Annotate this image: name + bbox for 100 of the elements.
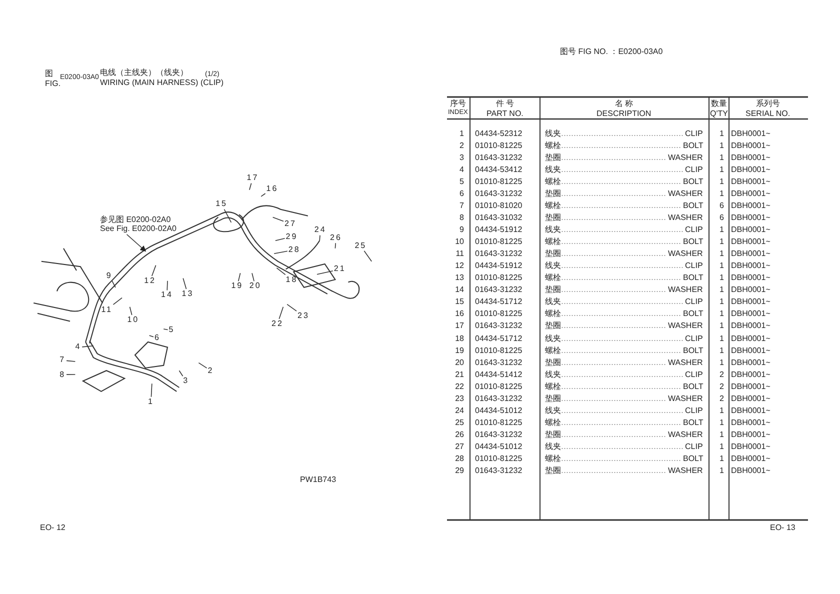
callout-number: 1 (148, 398, 154, 406)
serial-number: DBH0001~ (731, 334, 770, 342)
index-number: 9 (458, 226, 464, 234)
column-header: 名 称 (615, 100, 634, 108)
leader-line (275, 238, 286, 241)
index-number: 11 (454, 250, 464, 258)
serial-number: DBH0001~ (731, 346, 770, 355)
serial-number: DBH0001~ (731, 130, 770, 138)
part-name-chinese: 垫圈 (545, 430, 561, 439)
part-name-chinese: 垫圈 (545, 250, 561, 258)
callout-number: 20 (249, 282, 262, 290)
quantity: 1 (718, 430, 724, 439)
reference-note: 参见图 E0200-02A0 See Fig. E0200-02A0 (100, 215, 176, 234)
index-number: 12 (454, 262, 464, 270)
index-number: 4 (458, 166, 464, 174)
serial-number: DBH0001~ (731, 394, 770, 403)
part-number: 04434-51712 (475, 298, 522, 306)
part-number: 04434-51712 (475, 334, 522, 342)
part-number: 01010-81225 (475, 274, 522, 282)
column-header: 件 号 (496, 100, 514, 108)
part-name-chinese: 线夹 (545, 130, 561, 138)
callout-number: 18 (286, 276, 298, 284)
part-name-english: BOLT (683, 238, 704, 246)
part-number: 01643-31232 (475, 358, 522, 367)
quantity: 1 (718, 334, 724, 342)
leader-line (150, 383, 152, 398)
callout-number: 10 (127, 316, 140, 324)
serial-number: DBH0001~ (731, 358, 770, 367)
serial-number: DBH0001~ (731, 298, 770, 306)
index-number: 10 (454, 238, 464, 246)
part-number: 01643-31232 (475, 250, 522, 258)
part-name-chinese: 垫圈 (545, 394, 561, 403)
callout-number: 8 (60, 370, 66, 379)
serial-number: DBH0001~ (731, 154, 770, 162)
serial-number: DBH0001~ (731, 310, 770, 318)
quantity: 1 (718, 178, 724, 186)
index-number: 29 (454, 466, 464, 475)
leader-line (198, 362, 208, 368)
index-number: 18 (454, 334, 464, 342)
serial-number: DBH0001~ (731, 142, 770, 150)
quantity: 1 (718, 166, 724, 174)
callout-number: 5 (168, 326, 175, 334)
serial-number: DBH0001~ (731, 454, 770, 463)
part-name-english: CLIP (685, 130, 703, 138)
page-number: EO- 12 (40, 524, 66, 532)
index-number: 21 (454, 370, 464, 379)
leader-line (260, 193, 266, 197)
column-header: 系列号 (756, 100, 780, 108)
leader-line (66, 374, 76, 375)
quantity: 1 (718, 310, 724, 318)
leader-line (364, 250, 372, 262)
leader-line (129, 306, 132, 316)
part-name-english: CLIP (685, 442, 703, 451)
quantity: 6 (718, 202, 724, 210)
part-number: 01643-31232 (475, 286, 522, 294)
index-number: 24 (454, 406, 464, 415)
callout-number: 6 (154, 334, 160, 342)
serial-number: DBH0001~ (731, 442, 770, 451)
callout-number: 16 (266, 184, 278, 193)
leader-line (166, 280, 168, 291)
column-header: 数量 (711, 100, 727, 108)
part-name-chinese: 螺栓 (545, 346, 561, 355)
index-number: 3 (458, 154, 464, 162)
index-number: 2 (458, 142, 464, 150)
part-name-english: WASHER (668, 154, 703, 162)
part-name-english: BOLT (683, 178, 704, 186)
part-number: 01010-81225 (475, 382, 522, 391)
column-header: PART NO. (486, 110, 524, 118)
part-name-english: BOLT (683, 202, 704, 210)
leader-line (66, 360, 76, 362)
figure-title: 电线（主线夹）（线夹） (100, 69, 188, 77)
callout-number: 4 (75, 343, 82, 352)
index-number: 23 (454, 394, 464, 403)
index-number: 7 (458, 202, 464, 210)
quantity: 2 (718, 382, 724, 391)
quantity: 1 (718, 298, 724, 306)
quantity: 2 (718, 394, 724, 403)
quantity: 1 (718, 142, 724, 150)
callout-number: 24 (314, 226, 326, 234)
part-number: 01010-81225 (475, 346, 522, 355)
part-number: 01643-31032 (475, 214, 522, 222)
serial-number: DBH0001~ (731, 466, 770, 475)
part-name-english: WASHER (668, 286, 703, 294)
leader-line (316, 270, 334, 275)
index-number: 27 (454, 442, 464, 451)
figure-title: WIRING (MAIN HARNESS) (CLIP) (100, 79, 224, 87)
serial-number: DBH0001~ (731, 262, 770, 270)
quantity: 1 (718, 130, 724, 138)
quantity: 1 (718, 250, 724, 258)
quantity: 1 (718, 286, 724, 294)
serial-number: DBH0001~ (731, 202, 770, 210)
serial-number: DBH0001~ (731, 406, 770, 415)
callout-number: 21 (334, 265, 346, 274)
part-number: 01010-81020 (475, 202, 522, 210)
index-number: 22 (454, 382, 464, 391)
leader-line (276, 268, 286, 276)
part-number: 04434-51012 (475, 406, 522, 415)
leader-line (238, 272, 241, 282)
part-name-chinese: 线夹 (545, 226, 561, 234)
part-number: 01643-31232 (475, 466, 522, 475)
